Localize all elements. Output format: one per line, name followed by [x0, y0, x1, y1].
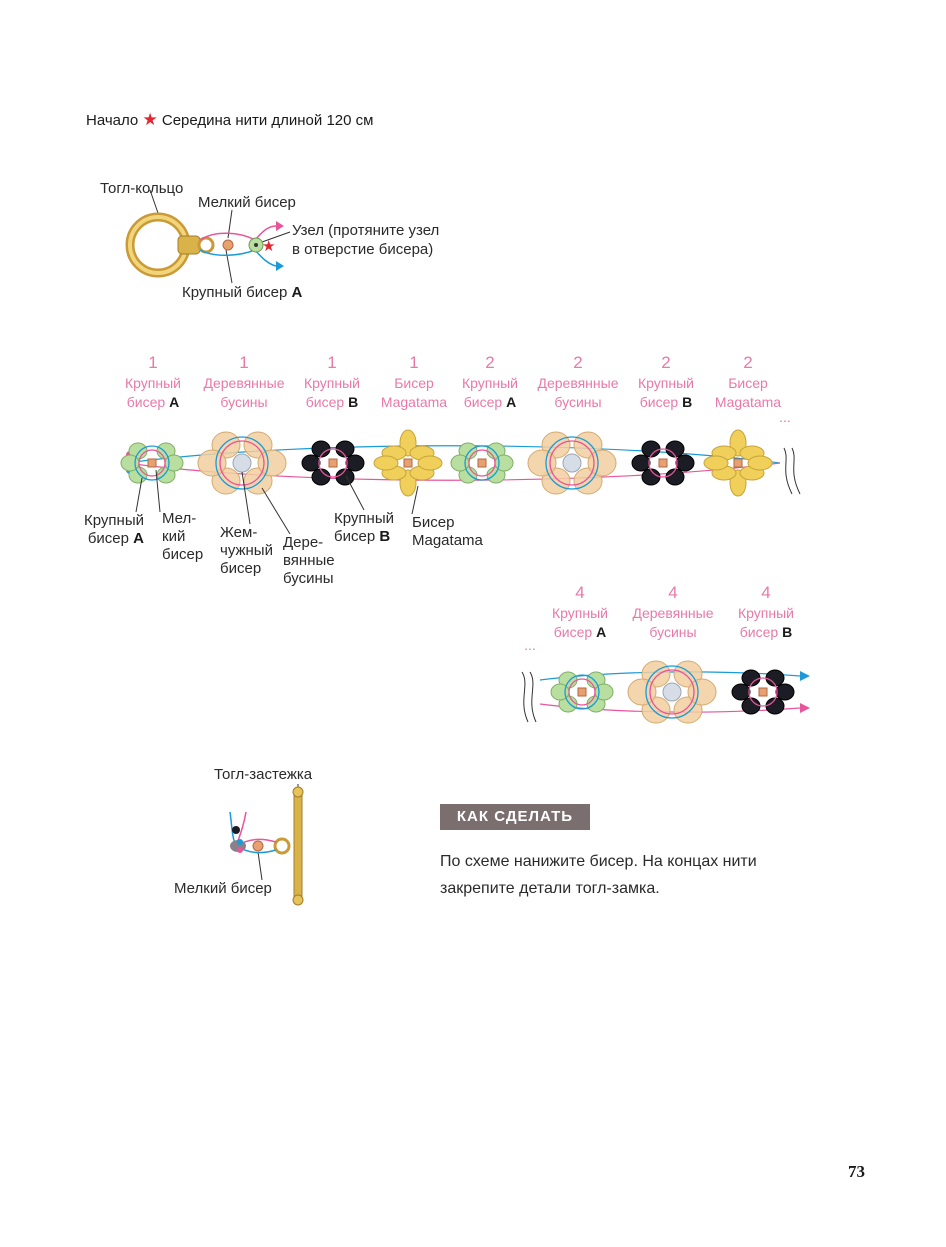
- small-bead: [147, 458, 157, 468]
- leader-line: [261, 487, 291, 535]
- start-label: Начало: [86, 112, 139, 129]
- thread-loop: [645, 665, 699, 719]
- toggle-small-bead-label: Мелкий бисер: [174, 880, 272, 897]
- row1-ellipsis: ...: [779, 409, 791, 425]
- magatama-bead: [703, 455, 729, 471]
- large-bead-b: [775, 683, 795, 701]
- wood-bead: [527, 449, 557, 477]
- toggle-ring-label: Тогл-кольцо: [100, 180, 184, 197]
- thread-loop: [564, 674, 600, 710]
- large-bead-b: [345, 454, 365, 472]
- large-bead-b: [301, 454, 321, 472]
- small-bead: [733, 458, 743, 468]
- thread-loop: [134, 445, 170, 481]
- thread-loop: [648, 448, 678, 478]
- large-bead-b: [675, 454, 695, 472]
- wood-bead: [687, 678, 717, 706]
- knot-star-icon: ★: [262, 238, 275, 255]
- thread-loop: [464, 445, 500, 481]
- toggle-ring-diagram: ★: [125, 189, 291, 284]
- toggle-small-bead: [252, 840, 264, 852]
- break-mark: [521, 671, 529, 723]
- leader-line: [411, 485, 419, 515]
- thread-loop: [748, 677, 778, 707]
- thread-loop: [215, 436, 269, 490]
- magatama-bead: [747, 455, 773, 471]
- magatama-bead: [417, 455, 443, 471]
- thread-loop: [545, 436, 599, 490]
- toggle-bar-diagram: [229, 784, 304, 906]
- thread-loop: [568, 678, 596, 706]
- large-bead-b: [631, 454, 651, 472]
- leader-line: [345, 475, 365, 511]
- small-bead: [577, 687, 587, 697]
- small-bead: [758, 687, 768, 697]
- pearl-bead: [562, 453, 582, 473]
- small-bead: [658, 458, 668, 468]
- thread-loop: [138, 449, 166, 477]
- arrow-blue: [800, 671, 810, 681]
- leader-line: [155, 469, 161, 513]
- wood-bead: [627, 678, 657, 706]
- row2-ellipsis: ...: [524, 637, 536, 653]
- wood-bead: [257, 449, 287, 477]
- small-bead: [222, 239, 234, 251]
- wood-bead: [197, 449, 227, 477]
- wood-bead: [587, 449, 617, 477]
- pearl-bead: [662, 682, 682, 702]
- large-bead-b: [731, 683, 751, 701]
- arrow-pink: [800, 703, 810, 713]
- small-bead-label: Мелкий бисер: [198, 194, 296, 211]
- howto-heading: КАК СДЕЛАТЬ: [440, 804, 590, 830]
- break-mark: [529, 671, 537, 723]
- toggle-bar: [293, 791, 303, 901]
- magatama-bead: [373, 455, 399, 471]
- thread-loop: [649, 669, 695, 715]
- thread-loop: [549, 440, 595, 486]
- break-mark: [791, 447, 801, 495]
- small-bead: [403, 458, 413, 468]
- bead-pattern-row1: [120, 429, 810, 724]
- page-number: 73: [848, 1162, 865, 1181]
- knot-label-line1: Узел (протяните узел: [292, 222, 440, 239]
- header-line: Начало ★ Середина нити длиной 120 см: [86, 110, 373, 130]
- toggle-bar-label: Тогл-застежка: [214, 766, 313, 783]
- small-bead: [477, 458, 487, 468]
- small-bead: [328, 458, 338, 468]
- break-mark: [783, 447, 793, 495]
- thread-loop: [468, 449, 496, 477]
- leader-line: [241, 471, 251, 525]
- knot-label-line2: в отверстие бисера): [292, 241, 434, 258]
- large-bead-a-label: Крупный бисер A: [182, 284, 303, 301]
- thread-loop: [219, 440, 265, 486]
- star-note: Середина нити длиной 120 см: [161, 112, 374, 129]
- thread-loop: [318, 448, 348, 478]
- leader-line: [135, 477, 143, 513]
- star-icon: ★: [142, 110, 158, 129]
